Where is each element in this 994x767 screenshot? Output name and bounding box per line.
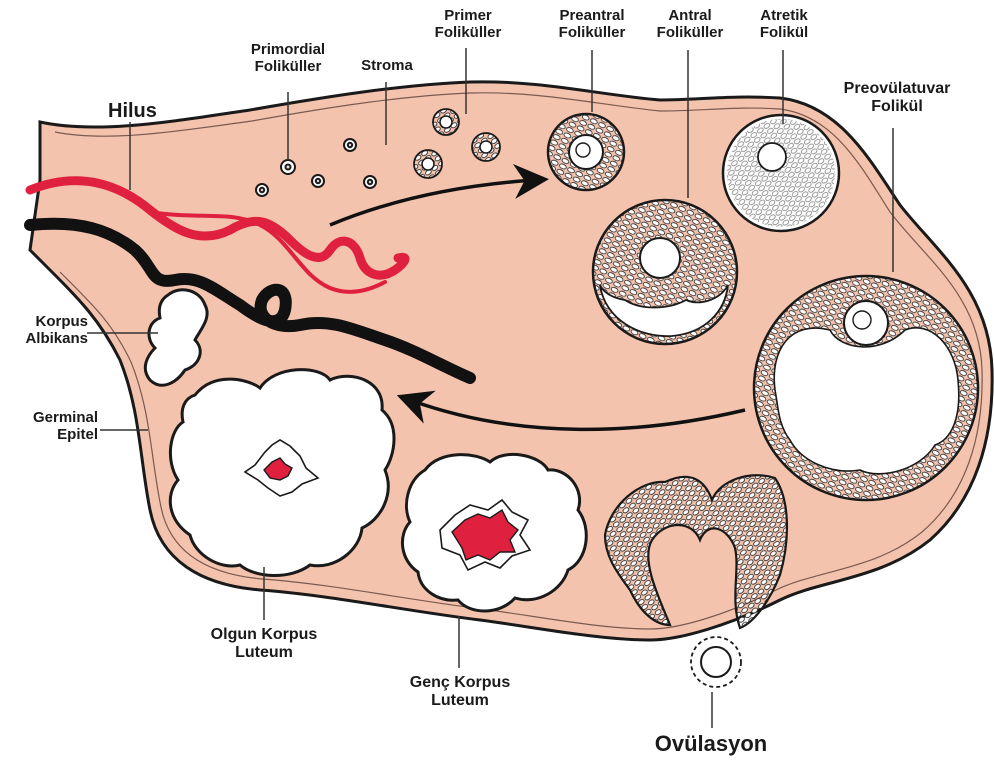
ovulated-oocyte (691, 637, 741, 687)
antral-follicle (593, 200, 737, 344)
label-stroma: Stroma (352, 58, 422, 75)
young-corpus-luteum (402, 454, 586, 611)
preantral-follicle (548, 114, 624, 190)
label-hilus: Hilus (108, 100, 157, 122)
preovulatory-follicle (754, 276, 978, 500)
label-ovulation: Ovülasyon (636, 732, 786, 757)
atretic-follicle (723, 115, 839, 231)
